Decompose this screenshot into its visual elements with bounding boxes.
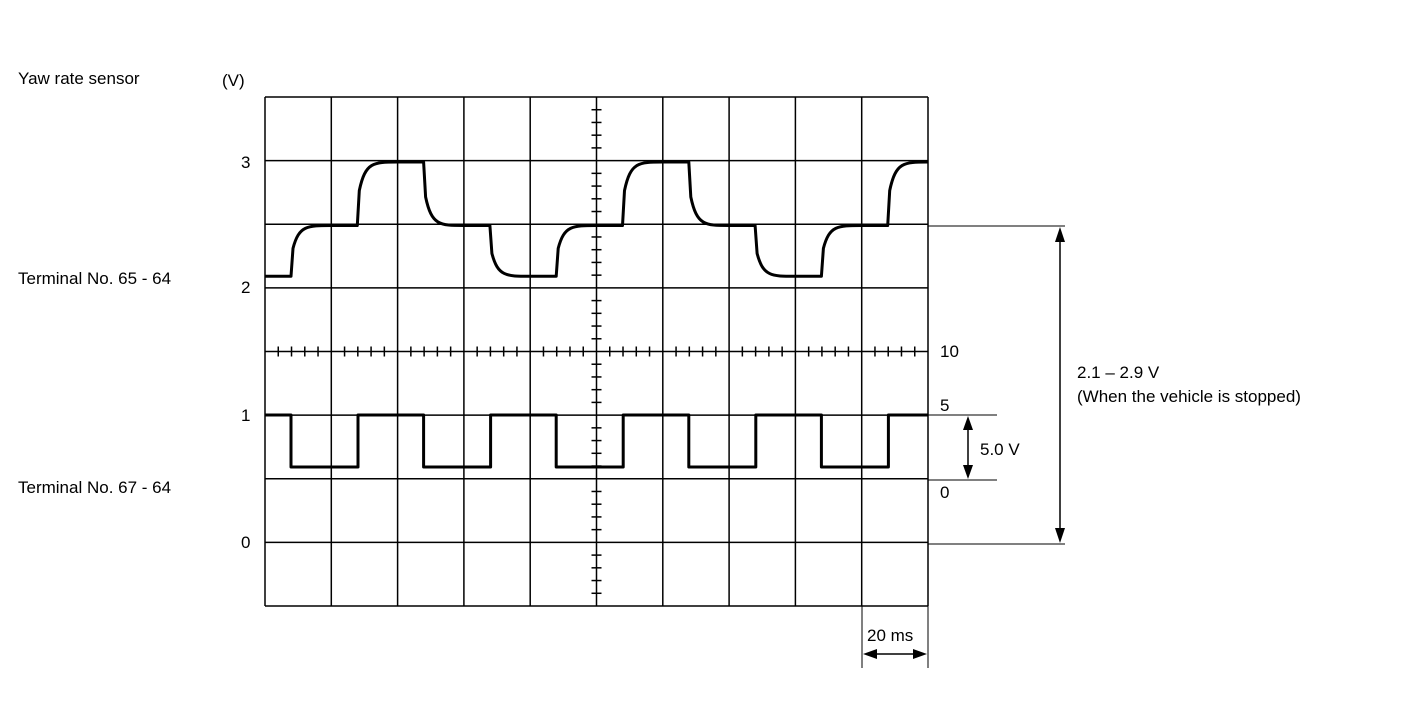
range-annotation-line2: (When the vehicle is stopped) <box>1077 387 1301 406</box>
range-dimension-arrow <box>1055 227 1065 543</box>
voltage-unit-label: (V) <box>222 71 245 90</box>
amplitude-dimension-arrow <box>963 416 973 479</box>
time-division-label: 20 ms <box>867 626 913 645</box>
analog-waveform <box>265 160 929 278</box>
diagram-title: Yaw rate sensor <box>18 69 140 88</box>
range-annotation-line1: 2.1 – 2.9 V <box>1077 363 1160 382</box>
right-tick-10: 10 <box>940 342 959 361</box>
left-tick-3: 3 <box>241 153 250 172</box>
amplitude-label: 5.0 V <box>980 440 1020 459</box>
right-tick-5: 5 <box>940 396 949 415</box>
digital-square-waveform <box>265 413 928 469</box>
left-tick-2: 2 <box>241 278 250 297</box>
left-tick-1: 1 <box>241 406 250 425</box>
left-tick-0: 0 <box>241 533 250 552</box>
right-tick-0: 0 <box>940 483 949 502</box>
time-division-dimension <box>861 606 929 668</box>
channel-1-label: Terminal No. 65 - 64 <box>18 269 171 288</box>
channel-2-label: Terminal No. 67 - 64 <box>18 478 171 497</box>
